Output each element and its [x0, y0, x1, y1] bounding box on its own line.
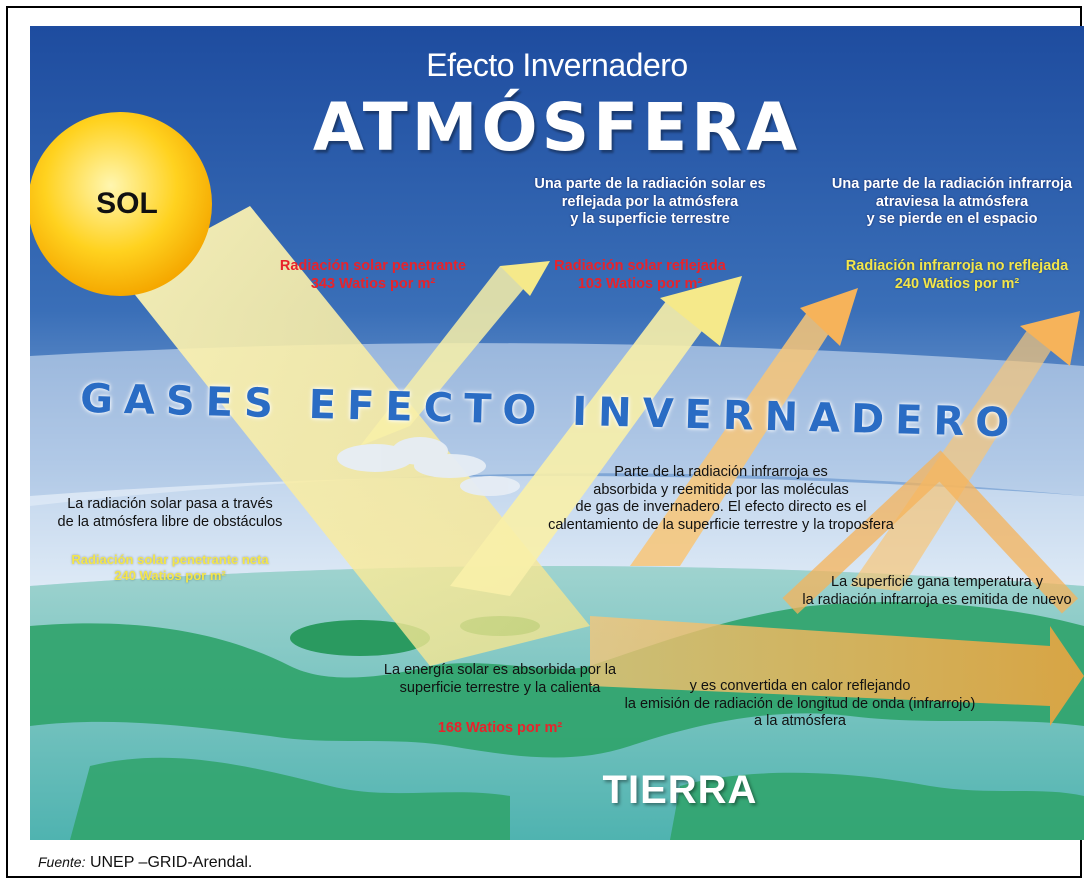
infrared-arrow-head-2	[1020, 311, 1080, 366]
pass-through-description: La radiación solar pasa a través de la a…	[50, 496, 290, 531]
cloud-icon	[337, 437, 520, 496]
reflected-description: Una parte de la radiación solar es refle…	[510, 176, 790, 229]
text-line: calentamiento de la superficie terrestre…	[548, 517, 894, 534]
island-icon	[290, 620, 430, 656]
sun-icon	[30, 112, 212, 296]
infrared-escape-beam-1	[630, 308, 840, 566]
reflected-arrow-head-2	[660, 276, 742, 346]
text-line: Una parte de la radiación infrarroja	[831, 176, 1073, 192]
source-prefix: Fuente:	[38, 854, 86, 870]
text-line: La radiación solar pasa a través	[67, 496, 273, 512]
net-radiation-label: Radiación solar penetrante neta 240 Wati…	[60, 552, 280, 584]
greenhouse-scene: Efecto Invernadero ATMÓSFERA SOL Una par…	[30, 26, 1084, 840]
text-line: reflejada por la atmósfera	[561, 193, 739, 210]
text-line: Parte de la radiación infrarroja es	[614, 464, 828, 480]
source-text: UNEP –GRID-Arendal.	[89, 854, 253, 871]
text-line: atraviesa la atmósfera	[875, 193, 1029, 210]
reflected-radiation-label: Radiación solar reflejada 103 Watios por…	[530, 258, 750, 293]
infrared-escape-beam-2	[850, 326, 1060, 591]
infrared-surface-arrow	[590, 616, 1084, 726]
text-line: de gas de invernadero. El efecto directo…	[575, 499, 867, 516]
infrared-escape-description: Una parte de la radiación infrarroja atr…	[820, 176, 1084, 229]
text-line: y se pierde en el espacio	[866, 211, 1038, 228]
text-line: Radiación solar penetrante neta	[71, 552, 269, 567]
text-line: y es convertida en calor reflejando	[689, 678, 911, 694]
reflected-beam-atmosphere	[360, 266, 530, 446]
incoming-solar-beam	[120, 206, 590, 666]
text-line: a la atmósfera	[754, 713, 846, 730]
text-line: la radiación infrarroja es emitida de nu…	[802, 591, 1072, 608]
text-line: superficie terrestre y la calienta	[399, 679, 601, 696]
source-caption: Fuente: UNEP –GRID-Arendal.	[38, 854, 252, 872]
absorbed-radiation-label: 168 Watios por m²	[437, 720, 563, 736]
conversion-description: y es convertida en calor reflejando la e…	[610, 678, 990, 731]
infrared-absorbed-description: Parte de la radiación infrarroja es abso…	[536, 464, 906, 535]
text-line: y la superficie terrestre	[570, 211, 730, 228]
infrared-arrow-head-1	[800, 288, 858, 346]
diagram-title: ATMÓSFERA	[312, 89, 802, 166]
greenhouse-illustration	[30, 26, 1084, 840]
infrared-escape-label: Radiación infrarroja no reflejada 240 Wa…	[830, 258, 1084, 293]
text-line: de la atmósfera libre de obstáculos	[57, 513, 283, 530]
text-line: la emisión de radiación de longitud de o…	[624, 695, 976, 712]
text-line: La superficie gana temperatura y	[831, 574, 1043, 590]
diagram-subtitle: Efecto Invernadero	[426, 47, 688, 83]
text-line: La energía solar es absorbida por la	[383, 662, 617, 678]
text-line: 343 Watios por m²	[310, 275, 436, 292]
reflected-beam-surface	[450, 296, 720, 596]
sun-label: SOL	[96, 187, 158, 220]
incoming-radiation-label: Radiación solar penetrante 343 Watios po…	[258, 258, 488, 293]
earth-landmass-south	[70, 757, 510, 840]
text-line: Radiación solar reflejada	[554, 258, 726, 274]
text-line: 103 Watios por m²	[577, 275, 703, 292]
text-line: Radiación solar penetrante	[279, 258, 467, 274]
text-line: 240 Watios por m²	[894, 275, 1020, 292]
absorption-description: La energía solar es absorbida por la sup…	[360, 662, 640, 697]
infrared-reemitted-beam	[782, 450, 1079, 615]
figure-frame: Efecto Invernadero ATMÓSFERA SOL Una par…	[6, 6, 1084, 878]
text-line: 240 Watios por m²	[114, 567, 226, 583]
text-line: Una parte de la radiación solar es	[534, 176, 766, 192]
text-line: Radiación infrarroja no reflejada	[845, 258, 1069, 274]
text-line: absorbida y reemitida por las moléculas	[593, 481, 849, 498]
reflected-arrow-head-1	[500, 261, 550, 296]
earth-label: TIERRA	[602, 768, 758, 812]
surface-warming-description: La superficie gana temperatura y la radi…	[790, 574, 1084, 609]
earth-landmass-east	[670, 772, 1084, 840]
